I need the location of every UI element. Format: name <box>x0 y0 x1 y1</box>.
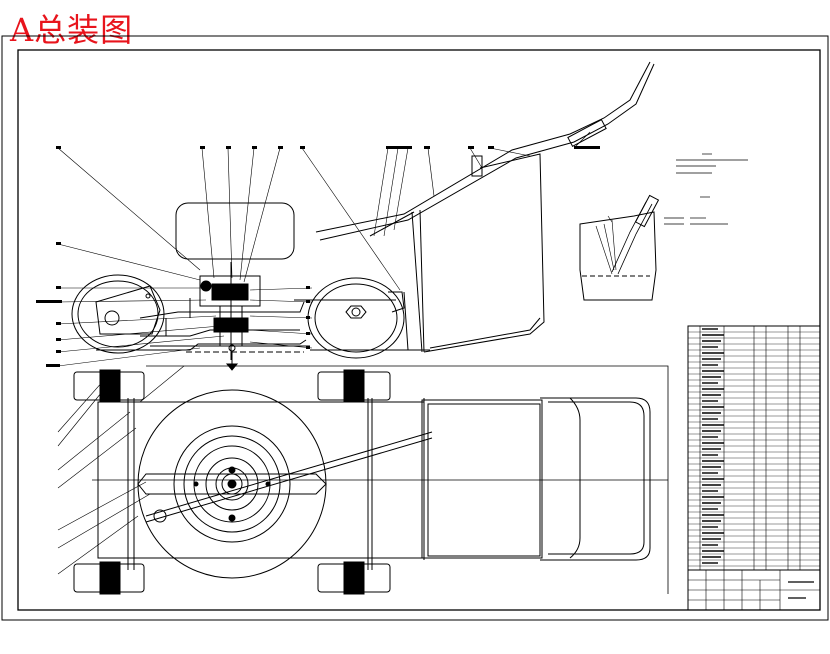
blade-housing <box>137 389 327 579</box>
chassis-frame <box>294 209 430 353</box>
grass-bag-top <box>421 398 543 560</box>
technical-notes <box>664 153 748 225</box>
title-block <box>687 569 821 611</box>
cutting-blade <box>137 473 327 495</box>
drive-assembly <box>150 262 310 371</box>
item-number-markers <box>36 146 600 367</box>
front-wheel <box>307 277 405 359</box>
parts-list-table <box>687 325 821 571</box>
leader-lines <box>57 131 591 367</box>
wheels-top-view <box>73 369 391 595</box>
handle-detail-view <box>579 194 660 301</box>
leader-lines-top <box>57 365 185 575</box>
drawing-title: A总装图 <box>10 11 134 49</box>
handle <box>315 61 655 241</box>
engine-housing <box>175 202 295 260</box>
mower-deck <box>96 298 307 353</box>
top-view <box>57 365 669 595</box>
grass-bag <box>423 153 545 353</box>
handle-top <box>540 397 651 561</box>
rear-wheel <box>71 274 165 354</box>
side-view <box>36 61 655 371</box>
